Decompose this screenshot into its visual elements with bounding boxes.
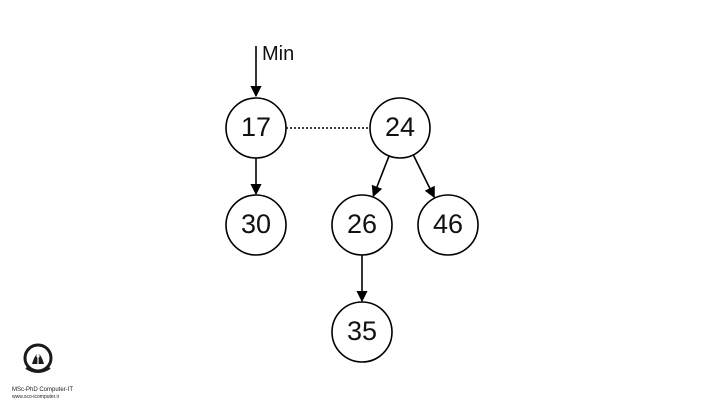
node-circle	[225, 97, 287, 159]
node-circle	[331, 194, 393, 256]
node-value: 24	[385, 112, 415, 142]
node-circle	[225, 194, 287, 256]
edge-24-to-26	[371, 155, 390, 198]
logo-emblem-icon	[23, 343, 53, 373]
node-value: 26	[347, 209, 377, 239]
min-pointer: Min	[250, 43, 294, 98]
heap-node-24: 24	[369, 97, 431, 159]
logo-line-2: www.sco-icomputer.ir	[12, 394, 60, 400]
site-logo: MSc-PhD Computer-IT www.sco-icomputer.ir	[12, 343, 73, 400]
logo-line-1: MSc-PhD Computer-IT	[12, 387, 73, 393]
node-circle	[417, 194, 479, 256]
tree-edges	[250, 154, 435, 303]
heap-node-35: 35	[331, 301, 393, 363]
node-circle	[369, 97, 431, 159]
heap-nodes: 17 24 30 26 46 35	[225, 97, 479, 363]
node-value: 35	[347, 316, 377, 346]
heap-node-26: 26	[331, 194, 393, 256]
node-circle	[331, 301, 393, 363]
heap-node-30: 30	[225, 194, 287, 256]
node-value: 30	[241, 209, 271, 239]
heap-node-46: 46	[417, 194, 479, 256]
node-value: 46	[433, 209, 463, 239]
node-value: 17	[241, 112, 271, 142]
edge-24-to-46	[412, 154, 435, 199]
heap-node-17: 17	[225, 97, 287, 159]
min-label: Min	[262, 43, 294, 65]
